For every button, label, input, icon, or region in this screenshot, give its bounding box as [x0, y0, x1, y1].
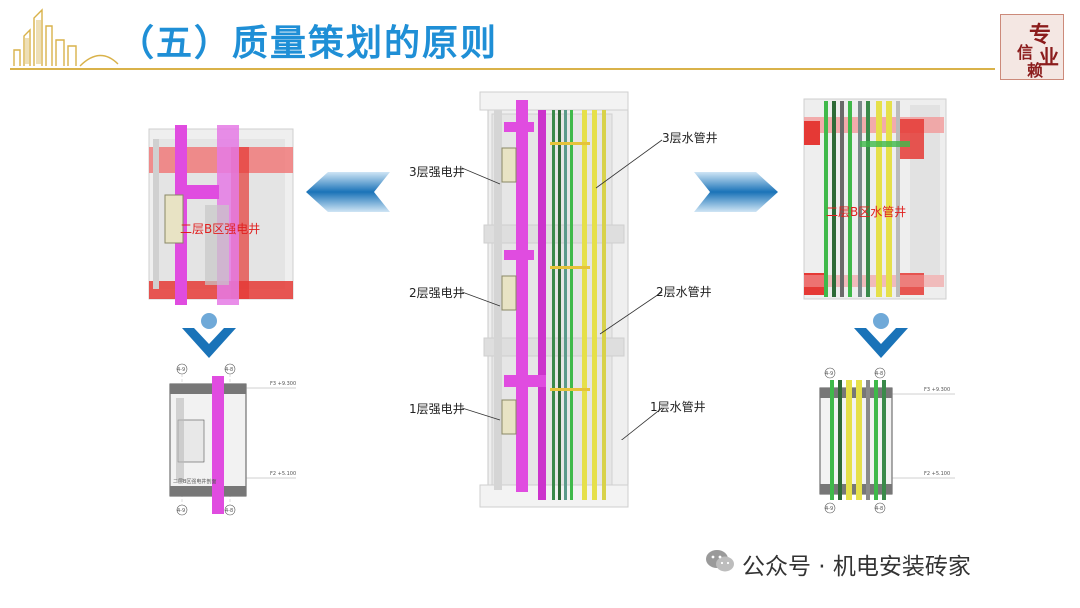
- left-power-shaft-3d-model: [148, 125, 294, 305]
- left-plan-level-lower: F2 +5.100: [270, 471, 296, 477]
- label-floor1-water-shaft: 1层水管井: [650, 400, 706, 414]
- label-right-model: 二层B区水管井: [826, 205, 907, 219]
- left-plan-axis-bottom-2: 4-8: [225, 508, 233, 514]
- right-plan-level-upper: F3 +9.300: [924, 387, 950, 393]
- left-plan-axis-bottom-1: 4-9: [177, 508, 185, 514]
- seal-char-1: 专: [1029, 22, 1052, 48]
- label-left-model: 二层B区强电井: [180, 222, 261, 236]
- right-plan-axis-bottom-1: 4-9: [825, 506, 833, 512]
- label-floor2-water-shaft: 2层水管井: [656, 285, 712, 299]
- slide-title: （五）质量策划的原则: [118, 23, 499, 64]
- left-arrow-icon: [306, 172, 390, 212]
- footer-watermark: 公众号 · 机电安装砖家: [742, 554, 971, 580]
- left-plan-axis-top-1: 4-9: [177, 367, 185, 373]
- seal-char-4: 赖: [1027, 61, 1044, 80]
- left-plan-axis-top-2: 4-8: [225, 367, 233, 373]
- right-plan-axis-top-2: 4-8: [875, 371, 883, 377]
- right-down-arrow-icon: [854, 313, 908, 358]
- label-floor2-power-shaft: 2层强电井: [409, 286, 465, 300]
- right-plan-axis-bottom-2: 4-8: [875, 506, 883, 512]
- label-floor3-power-shaft: 3层强电井: [409, 165, 465, 179]
- header-divider: [10, 68, 995, 70]
- right-plan-level-lower: F2 +5.100: [924, 471, 950, 477]
- city-skyline-logo: [13, 8, 119, 67]
- label-floor3-water-shaft: 3层水管井: [662, 131, 718, 145]
- left-section-drawing: F3 +9.300 F2 +5.100 二层B区强电井剖面 4-9 4-8 4-…: [146, 362, 302, 518]
- right-section-drawing: F3 +9.300 F2 +5.100 4-9 4-8 4-9 4-8: [790, 366, 960, 516]
- center-leader-lines: [461, 139, 663, 440]
- left-plan-level-upper: F3 +9.300: [270, 381, 296, 387]
- right-arrow-icon: [694, 172, 778, 212]
- wechat-icon: [706, 550, 734, 572]
- left-plan-caption: 二层B区强电井剖面: [173, 478, 216, 485]
- seal-char-2: 业: [1039, 45, 1059, 69]
- right-water-shaft-3d-model: [803, 98, 947, 300]
- left-down-arrow-icon: [182, 313, 236, 358]
- professional-seal-logo: 专 业 信 赖: [1000, 14, 1064, 80]
- seal-char-3: 信: [1017, 43, 1034, 62]
- label-floor1-power-shaft: 1层强电井: [409, 402, 465, 416]
- right-plan-axis-top-1: 4-9: [825, 371, 833, 377]
